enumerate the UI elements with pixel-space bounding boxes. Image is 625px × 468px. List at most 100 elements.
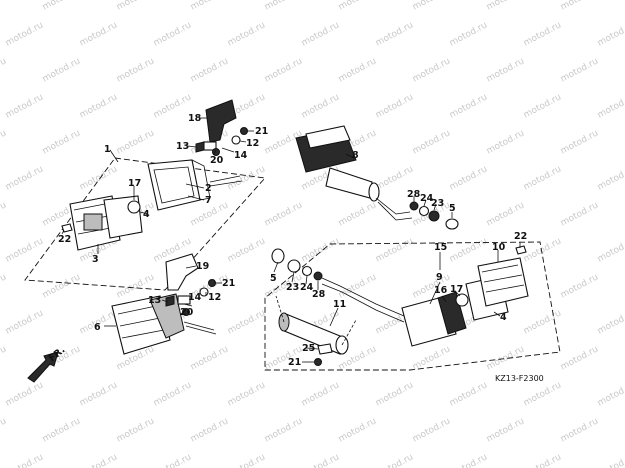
- watermark-text: motod.ru: [485, 416, 526, 444]
- callout-4-b: 4: [500, 312, 507, 323]
- watermark-text: motod.ru: [522, 20, 563, 48]
- watermark-text: motod.ru: [485, 0, 526, 13]
- callout-25: 25: [302, 343, 315, 354]
- washer-part-12: [231, 135, 241, 145]
- watermark-text: motod.ru: [4, 164, 45, 192]
- watermark-text: motod.ru: [226, 308, 267, 336]
- callout-12: 12: [246, 138, 259, 149]
- callout-5-b: 5: [270, 273, 277, 284]
- watermark-text: motod.ru: [41, 416, 82, 444]
- cap-part-5-lower: [271, 248, 285, 264]
- watermark-text: motod.ru: [300, 20, 341, 48]
- watermark-text: motod.ru: [411, 416, 452, 444]
- watermark-text: motod.ru: [374, 380, 415, 408]
- stalk-wires: [375, 197, 413, 221]
- watermark-text: motod.ru: [337, 0, 378, 13]
- callout-18: 18: [188, 113, 202, 124]
- watermark-text: motod.ru: [115, 128, 156, 156]
- callout-22: 22: [58, 234, 71, 245]
- watermark-text: motod.ru: [596, 236, 625, 264]
- watermark-text: motod.ru: [0, 0, 8, 13]
- bulb-part-17: [127, 200, 141, 214]
- callout-3: 3: [92, 254, 99, 265]
- front-left-assembly-frame: [24, 157, 266, 291]
- watermark-text: motod.ru: [337, 272, 378, 300]
- watermark-text: motod.ru: [4, 452, 45, 468]
- watermark-text: motod.ru: [411, 0, 452, 13]
- watermark-text: motod.ru: [78, 380, 119, 408]
- callout-19: 19: [196, 261, 209, 272]
- watermark-text: motod.ru: [559, 0, 600, 13]
- watermark-text: motod.ru: [522, 380, 563, 408]
- watermark-text: motod.ru: [189, 0, 230, 13]
- watermark-text: motod.ru: [263, 56, 304, 84]
- watermark-text: motod.ru: [559, 56, 600, 84]
- housing-part-6-body: [149, 293, 185, 339]
- watermark-text: motod.ru: [522, 164, 563, 192]
- watermark-text: motod.ru: [522, 236, 563, 264]
- watermark-text: motod.ru: [263, 416, 304, 444]
- watermark-text: motod.ru: [596, 380, 625, 408]
- callout-20-b: 20: [180, 307, 194, 318]
- watermark-text: motod.ru: [0, 56, 8, 84]
- watermark-text: motod.ru: [374, 20, 415, 48]
- watermark-text: motod.ru: [374, 452, 415, 468]
- watermark-text: motod.ru: [189, 344, 230, 372]
- watermark-text: motod.ru: [559, 272, 600, 300]
- watermark-text: motod.ru: [152, 92, 193, 120]
- callout-9: 9: [436, 272, 443, 283]
- watermark-text: motod.ru: [559, 200, 600, 228]
- watermark-text: motod.ru: [485, 200, 526, 228]
- bracket-part-18: [205, 99, 237, 143]
- winker-wires: [209, 175, 243, 187]
- nut-part-23-lower: [287, 259, 301, 273]
- watermark-text: motod.ru: [596, 164, 625, 192]
- watermark-text: motod.ru: [559, 128, 600, 156]
- bracket-part-19: [165, 253, 199, 291]
- watermark-text: motod.ru: [4, 236, 45, 264]
- watermark-text: motod.ru: [448, 380, 489, 408]
- watermark-text: motod.ru: [596, 20, 625, 48]
- watermark-text: motod.ru: [41, 128, 82, 156]
- stalk-11-wires: [321, 277, 405, 323]
- watermark-text: motod.ru: [337, 200, 378, 228]
- watermark-text: motod.ru: [300, 236, 341, 264]
- callout-1: 1: [104, 144, 111, 155]
- callout-10: 10: [492, 242, 506, 253]
- watermark-text: motod.ru: [78, 92, 119, 120]
- nut-part-23: [428, 210, 440, 222]
- watermark-text: motod.ru: [115, 0, 156, 13]
- grommet-part-28-lower: [313, 271, 323, 281]
- callout-8: 8: [352, 150, 359, 161]
- watermark-text: motod.ru: [596, 92, 625, 120]
- direction-arrow-icon: [27, 351, 59, 383]
- callout-21-b: 21: [222, 278, 235, 289]
- callout-labels: 1 17 2 7 4 22 3 18 21 13 12 14 20 19 21 …: [58, 113, 527, 368]
- callout-17-b: 17: [450, 284, 463, 295]
- callout-4: 4: [143, 209, 150, 220]
- callout-16: 16: [434, 285, 448, 296]
- callout-21: 21: [255, 126, 268, 137]
- watermark-text: motod.ru: [411, 344, 452, 372]
- watermark-text: motod.ru: [115, 416, 156, 444]
- rear-right-winker-assembly: [271, 245, 529, 366]
- bolt-part-25: [317, 343, 333, 355]
- clip-part-13: [195, 141, 205, 153]
- watermark-text: motod.ru: [263, 200, 304, 228]
- rear-left-winker-assembly: [295, 125, 459, 230]
- bulb-part-17-rear: [455, 293, 469, 307]
- callout-14-b: 14: [188, 292, 202, 303]
- clip-part-13-lower: [165, 295, 175, 307]
- watermark-text: motod.ru: [78, 20, 119, 48]
- watermark-text: motod.ru: [0, 128, 8, 156]
- bolt-part-21-rear: [314, 358, 322, 366]
- stalk-end: [368, 182, 380, 202]
- rear-right-assembly-frame: [264, 241, 561, 371]
- watermark-text: motod.ru: [41, 0, 82, 13]
- watermark-text: motod.ru: [226, 20, 267, 48]
- front-left-winker-assembly: [61, 159, 243, 251]
- watermark-text: motod.ru: [485, 56, 526, 84]
- callout-13-b: 13: [148, 295, 161, 306]
- watermark-text: motod.ru: [448, 20, 489, 48]
